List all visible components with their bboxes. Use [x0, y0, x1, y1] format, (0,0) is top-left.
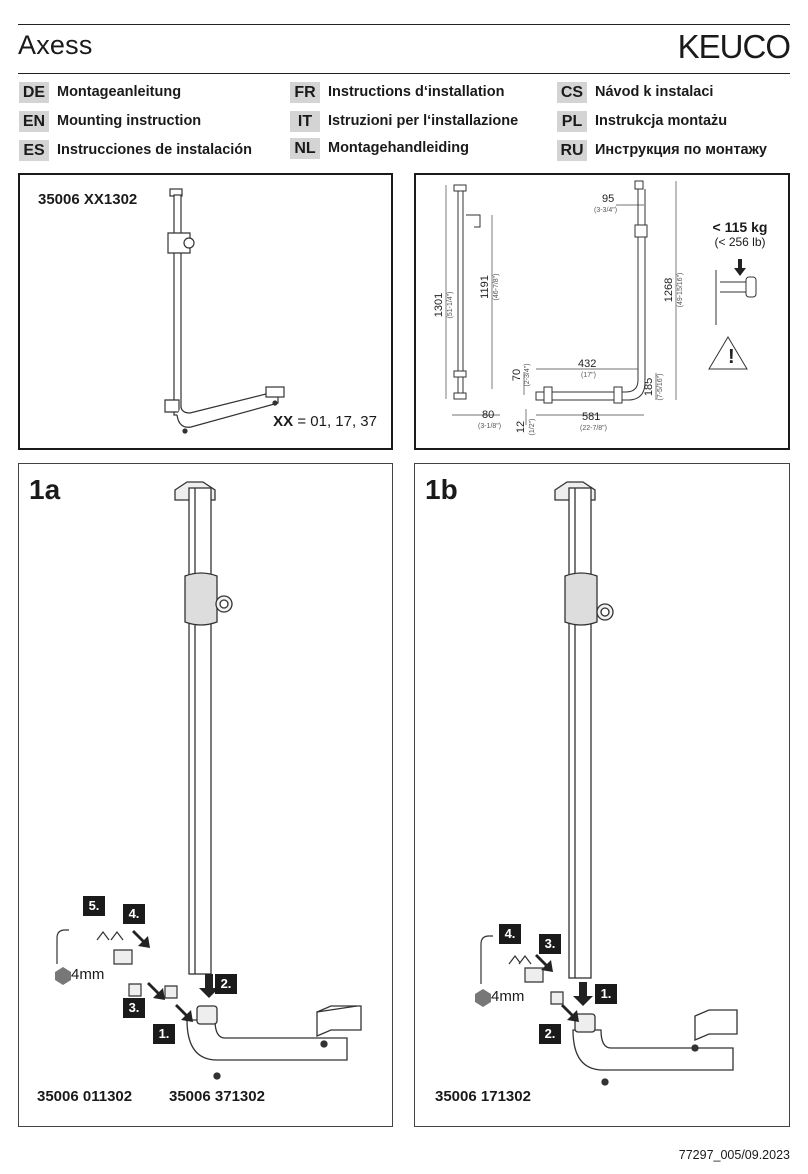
dimensions-panel: ! 1301 (51-1/4") 1191 (46-7/8") 95 (3-3/…	[414, 173, 790, 450]
lang-text: Montageanleitung	[57, 84, 182, 100]
dim-95: 95	[602, 193, 614, 205]
step-3-badge: 3.	[539, 934, 561, 954]
lang-code: RU	[557, 139, 587, 161]
xx-label: XX	[273, 413, 294, 430]
lang-code: FR	[290, 81, 320, 103]
hex-key-size: 4mm	[71, 966, 105, 983]
step-5-badge: 5.	[83, 896, 105, 916]
load-rating: < 115 kg (< 256 lb)	[700, 219, 780, 249]
panel-label: 1b	[425, 474, 458, 505]
lang-text: Instructions d‘installation	[328, 84, 505, 100]
lang-fr: FR Instructions d‘installation	[290, 81, 504, 103]
step-4-badge: 4.	[499, 924, 521, 944]
dim-432: 432	[578, 358, 596, 370]
lang-it: IT Istruzioni per l‘installazione	[290, 110, 518, 132]
load-max: < 115 kg	[712, 219, 768, 235]
dim-12-in: (1/2")	[529, 419, 536, 436]
dim-1301-in: (51-1/4")	[447, 292, 454, 319]
lang-es: ES Instrucciones de instalación	[19, 139, 252, 161]
product-number: 35006 XX1302	[38, 191, 138, 208]
lang-text: Montagehandleiding	[328, 140, 469, 156]
dim-1191-in: (46-7/8")	[493, 274, 500, 301]
lang-text: Instrukcja montażu	[595, 113, 728, 129]
lang-code: IT	[290, 110, 320, 132]
top-rule	[18, 24, 790, 25]
lang-cs: CS Návod k instalaci	[557, 81, 713, 103]
lang-de: DE Montageanleitung	[19, 81, 181, 103]
dim-1301: 1301	[433, 293, 445, 317]
panel-label: 1a	[29, 474, 61, 505]
part-number: 35006 171302	[435, 1088, 531, 1105]
load-max-lb: (< 256 lb)	[714, 235, 766, 249]
lang-text: Návod k instalaci	[595, 84, 714, 100]
dim-185: 185	[643, 378, 655, 396]
lang-text: Instrucciones de instalación	[57, 142, 252, 158]
lang-code: CS	[557, 81, 587, 103]
lang-text: Mounting instruction	[57, 113, 202, 129]
variant-codes: XX = 01, 17, 37	[273, 413, 377, 430]
panel-1b-illustration	[475, 481, 738, 1086]
dim-1191: 1191	[479, 275, 491, 299]
dim-581-in: (22-7/8")	[580, 425, 607, 432]
dim-1268: 1268	[663, 278, 675, 302]
dim-12: 12	[515, 421, 527, 433]
lang-text: Инструкция по монтажу	[595, 142, 767, 158]
dim-581: 581	[582, 411, 600, 423]
dim-70-in: (2-3/4")	[524, 363, 531, 386]
dim-185-in: (7-5/16")	[657, 374, 664, 401]
product-illustration	[164, 188, 285, 434]
step-1-badge: 1.	[595, 984, 617, 1004]
header-rule	[18, 73, 790, 74]
lang-text: Istruzioni per l‘installazione	[328, 113, 519, 129]
lang-en: EN Mounting instruction	[19, 110, 201, 132]
step-4-badge: 4.	[123, 904, 145, 924]
brand-logo: KEUCO	[677, 28, 791, 65]
dim-1268-in: (49-15/16")	[677, 273, 684, 308]
dim-80-in: (3-1/8")	[478, 423, 501, 430]
lang-pl: PL Instrukcja montażu	[557, 110, 727, 132]
lang-nl: NL Montagehandleiding	[290, 137, 469, 159]
lang-code: ES	[19, 139, 49, 161]
part-number-right: 35006 371302	[169, 1088, 265, 1105]
document-number: 77297_005/09.2023	[678, 1148, 790, 1162]
step-3-badge: 3.	[123, 998, 145, 1018]
step-2-badge: 2.	[539, 1024, 561, 1044]
svg-text:!: !	[728, 346, 735, 368]
step-1-badge: 1.	[153, 1024, 175, 1044]
step-panel-1a: 1a 5. 4. 3	[18, 463, 393, 1127]
panel-1a-illustration	[55, 481, 362, 1080]
lang-code: PL	[557, 110, 587, 132]
lang-ru: RU Инструкция по монтажу	[557, 139, 767, 161]
dimension-drawing: ! 1301 (51-1/4") 1191 (46-7/8") 95 (3-3/…	[433, 180, 757, 436]
step-panel-1b: 1b 4. 3. 1. 2. 4mm 35006 17130	[414, 463, 790, 1127]
part-number-left: 35006 011302	[37, 1088, 133, 1105]
xx-values: = 01, 17, 37	[293, 413, 377, 430]
product-panel: 35006 XX1302 XX = 01, 17, 37	[18, 173, 393, 450]
dim-80: 80	[482, 409, 494, 421]
hex-key-size: 4mm	[491, 988, 525, 1005]
lang-code: EN	[19, 110, 49, 132]
page-title: Axess	[18, 30, 93, 60]
dim-70: 70	[511, 369, 523, 381]
lang-code: DE	[19, 81, 49, 103]
lang-code: NL	[290, 137, 320, 159]
step-2-badge: 2.	[215, 974, 237, 994]
dim-432-in: (17")	[581, 372, 596, 379]
dim-95-in: (3-3/4")	[594, 207, 617, 214]
